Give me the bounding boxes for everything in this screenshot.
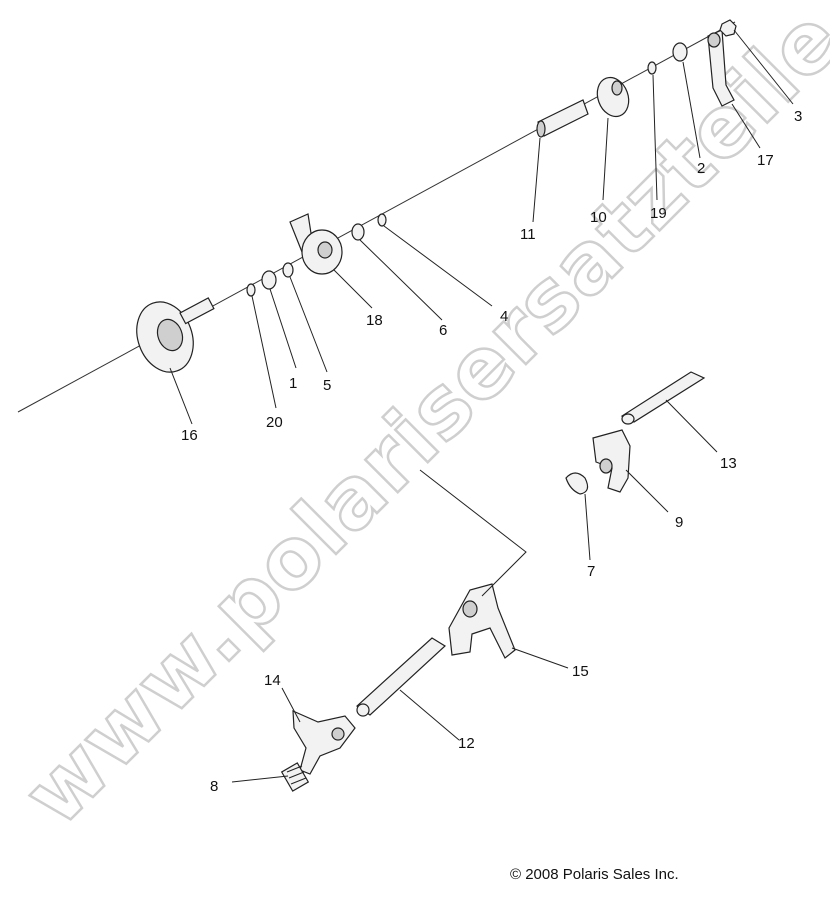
callout-19: 19 bbox=[650, 205, 667, 222]
leader-14 bbox=[281, 687, 301, 723]
part-13-rod bbox=[620, 371, 706, 425]
leader-13 bbox=[665, 399, 718, 453]
leader-10 bbox=[602, 117, 609, 201]
leader-4 bbox=[383, 225, 493, 307]
part-15-shift-fork bbox=[448, 583, 516, 659]
part-2-washer bbox=[672, 42, 688, 62]
leader-8 bbox=[231, 775, 289, 783]
part-19-ring bbox=[647, 61, 657, 75]
callout-15: 15 bbox=[572, 663, 589, 680]
leader-9 bbox=[625, 469, 669, 513]
part-10-gear bbox=[596, 76, 630, 118]
callout-18: 18 bbox=[366, 312, 383, 329]
callout-9: 9 bbox=[675, 514, 683, 531]
part-16-drum-plate bbox=[136, 297, 215, 373]
leader-12 bbox=[399, 689, 460, 741]
leader-3 bbox=[733, 29, 794, 105]
leader-17 bbox=[731, 103, 761, 149]
leader-2 bbox=[682, 61, 701, 159]
leader-16 bbox=[169, 367, 193, 425]
part-11-shaft bbox=[536, 99, 589, 138]
leader-5 bbox=[289, 276, 328, 373]
part-3-nut bbox=[719, 19, 737, 37]
callout-20: 20 bbox=[266, 414, 283, 431]
part-20-ring bbox=[246, 283, 256, 297]
leader-15 bbox=[511, 647, 569, 669]
leader-19 bbox=[652, 74, 658, 201]
callout-labels: 1 2 3 4 5 6 7 8 9 10 11 12 13 14 15 16 1… bbox=[181, 108, 802, 795]
part-4-ring bbox=[377, 213, 387, 227]
callout-11: 11 bbox=[520, 226, 536, 243]
part-17-lever bbox=[707, 29, 735, 107]
callout-3: 3 bbox=[794, 108, 802, 125]
leader-20 bbox=[251, 295, 277, 409]
callout-6: 6 bbox=[439, 322, 447, 339]
copyright-notice: © 2008 Polaris Sales Inc. bbox=[510, 866, 679, 883]
part-8-spring bbox=[280, 762, 310, 792]
leader-6 bbox=[359, 239, 443, 321]
callout-8: 8 bbox=[210, 778, 218, 795]
part-1-washer bbox=[261, 270, 277, 290]
leader-1 bbox=[269, 288, 297, 369]
callout-2: 2 bbox=[697, 160, 705, 177]
watermark-text: www.polarisersatzteile.de bbox=[5, 0, 830, 844]
callout-13: 13 bbox=[720, 455, 737, 472]
part-6-washer bbox=[351, 223, 365, 241]
callout-12: 12 bbox=[458, 735, 475, 752]
callout-5: 5 bbox=[323, 377, 331, 394]
part-9-shift-fork bbox=[592, 429, 631, 493]
callout-7: 7 bbox=[587, 563, 595, 580]
leader-11 bbox=[532, 137, 541, 223]
callout-16: 16 bbox=[181, 427, 198, 444]
callout-17: 17 bbox=[757, 152, 774, 169]
part-5-bushing bbox=[282, 262, 294, 278]
leader-18 bbox=[333, 269, 373, 309]
part-12-rod bbox=[356, 637, 446, 717]
callout-1: 1 bbox=[289, 375, 297, 392]
callout-4: 4 bbox=[500, 308, 508, 325]
part-7-clip bbox=[565, 472, 589, 495]
leader-12-15-link bbox=[419, 469, 527, 597]
callout-10: 10 bbox=[590, 209, 607, 226]
leader-lines bbox=[169, 29, 794, 783]
leader-7 bbox=[584, 493, 591, 561]
part-14-shift-fork bbox=[292, 710, 356, 775]
callout-14: 14 bbox=[264, 672, 281, 689]
part-18-bearing-housing bbox=[289, 213, 343, 275]
